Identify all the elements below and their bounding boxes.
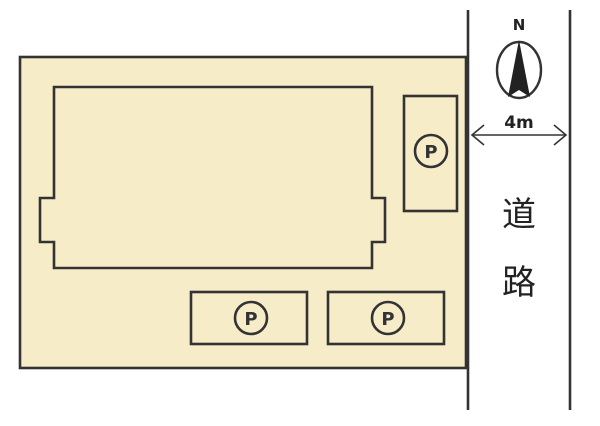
compass-north-label: N <box>513 16 526 34</box>
parking-space-3: P <box>326 290 446 346</box>
parking-space-2: P <box>189 290 309 346</box>
parking-label: P <box>244 309 257 330</box>
road-width-label: 4m <box>504 113 534 133</box>
parking-icon <box>413 133 449 169</box>
compass-icon <box>495 40 543 100</box>
parking-label: P <box>381 309 394 330</box>
road-label-char-1: 道 <box>502 195 536 235</box>
parking-space-1: P <box>402 94 459 213</box>
parking-icon <box>233 300 269 336</box>
property-lot <box>18 55 468 370</box>
building-footprint <box>38 85 387 270</box>
parking-label: P <box>424 142 437 163</box>
parking-icon <box>370 300 406 336</box>
road-width-dimension <box>470 124 568 146</box>
road-label-char-2: 路 <box>502 263 536 303</box>
